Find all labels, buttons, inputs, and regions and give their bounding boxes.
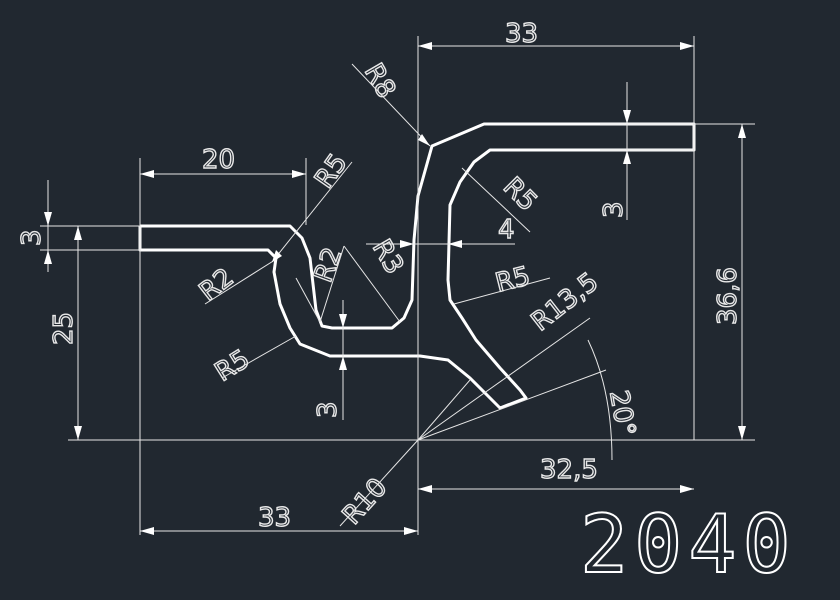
radius-r10: R10 — [337, 473, 394, 531]
dim-left-thickness: 3 — [17, 229, 47, 246]
radius-r13-5: R13,5 — [526, 267, 604, 337]
dim-right-thickness: 3 — [599, 201, 629, 218]
dim-left-flange-width: 20 — [202, 145, 235, 175]
radius-r5-top: R5 — [309, 148, 353, 194]
dimension-lines — [40, 36, 755, 535]
dim-interior-gap: 4 — [498, 215, 515, 245]
dim-bottom-thickness: 3 — [313, 401, 343, 418]
radius-r5-right-upper: R5 — [497, 172, 543, 218]
dim-bottom-width: 33 — [258, 503, 291, 533]
dim-total-height: 36,6 — [713, 267, 743, 325]
part-number: 2040 — [580, 498, 797, 591]
radius-r2-left: R2 — [194, 263, 240, 308]
arrowheads — [44, 42, 746, 535]
radius-r8: R8 — [358, 59, 401, 104]
radius-r5-right-lower: R5 — [492, 261, 533, 298]
dim-left-height: 25 — [49, 312, 79, 345]
dim-angle: 20° — [603, 388, 641, 439]
radius-r5-bottom-left: R5 — [210, 344, 255, 388]
dim-right-width: 32,5 — [540, 455, 598, 485]
dim-top-width: 33 — [505, 19, 538, 49]
